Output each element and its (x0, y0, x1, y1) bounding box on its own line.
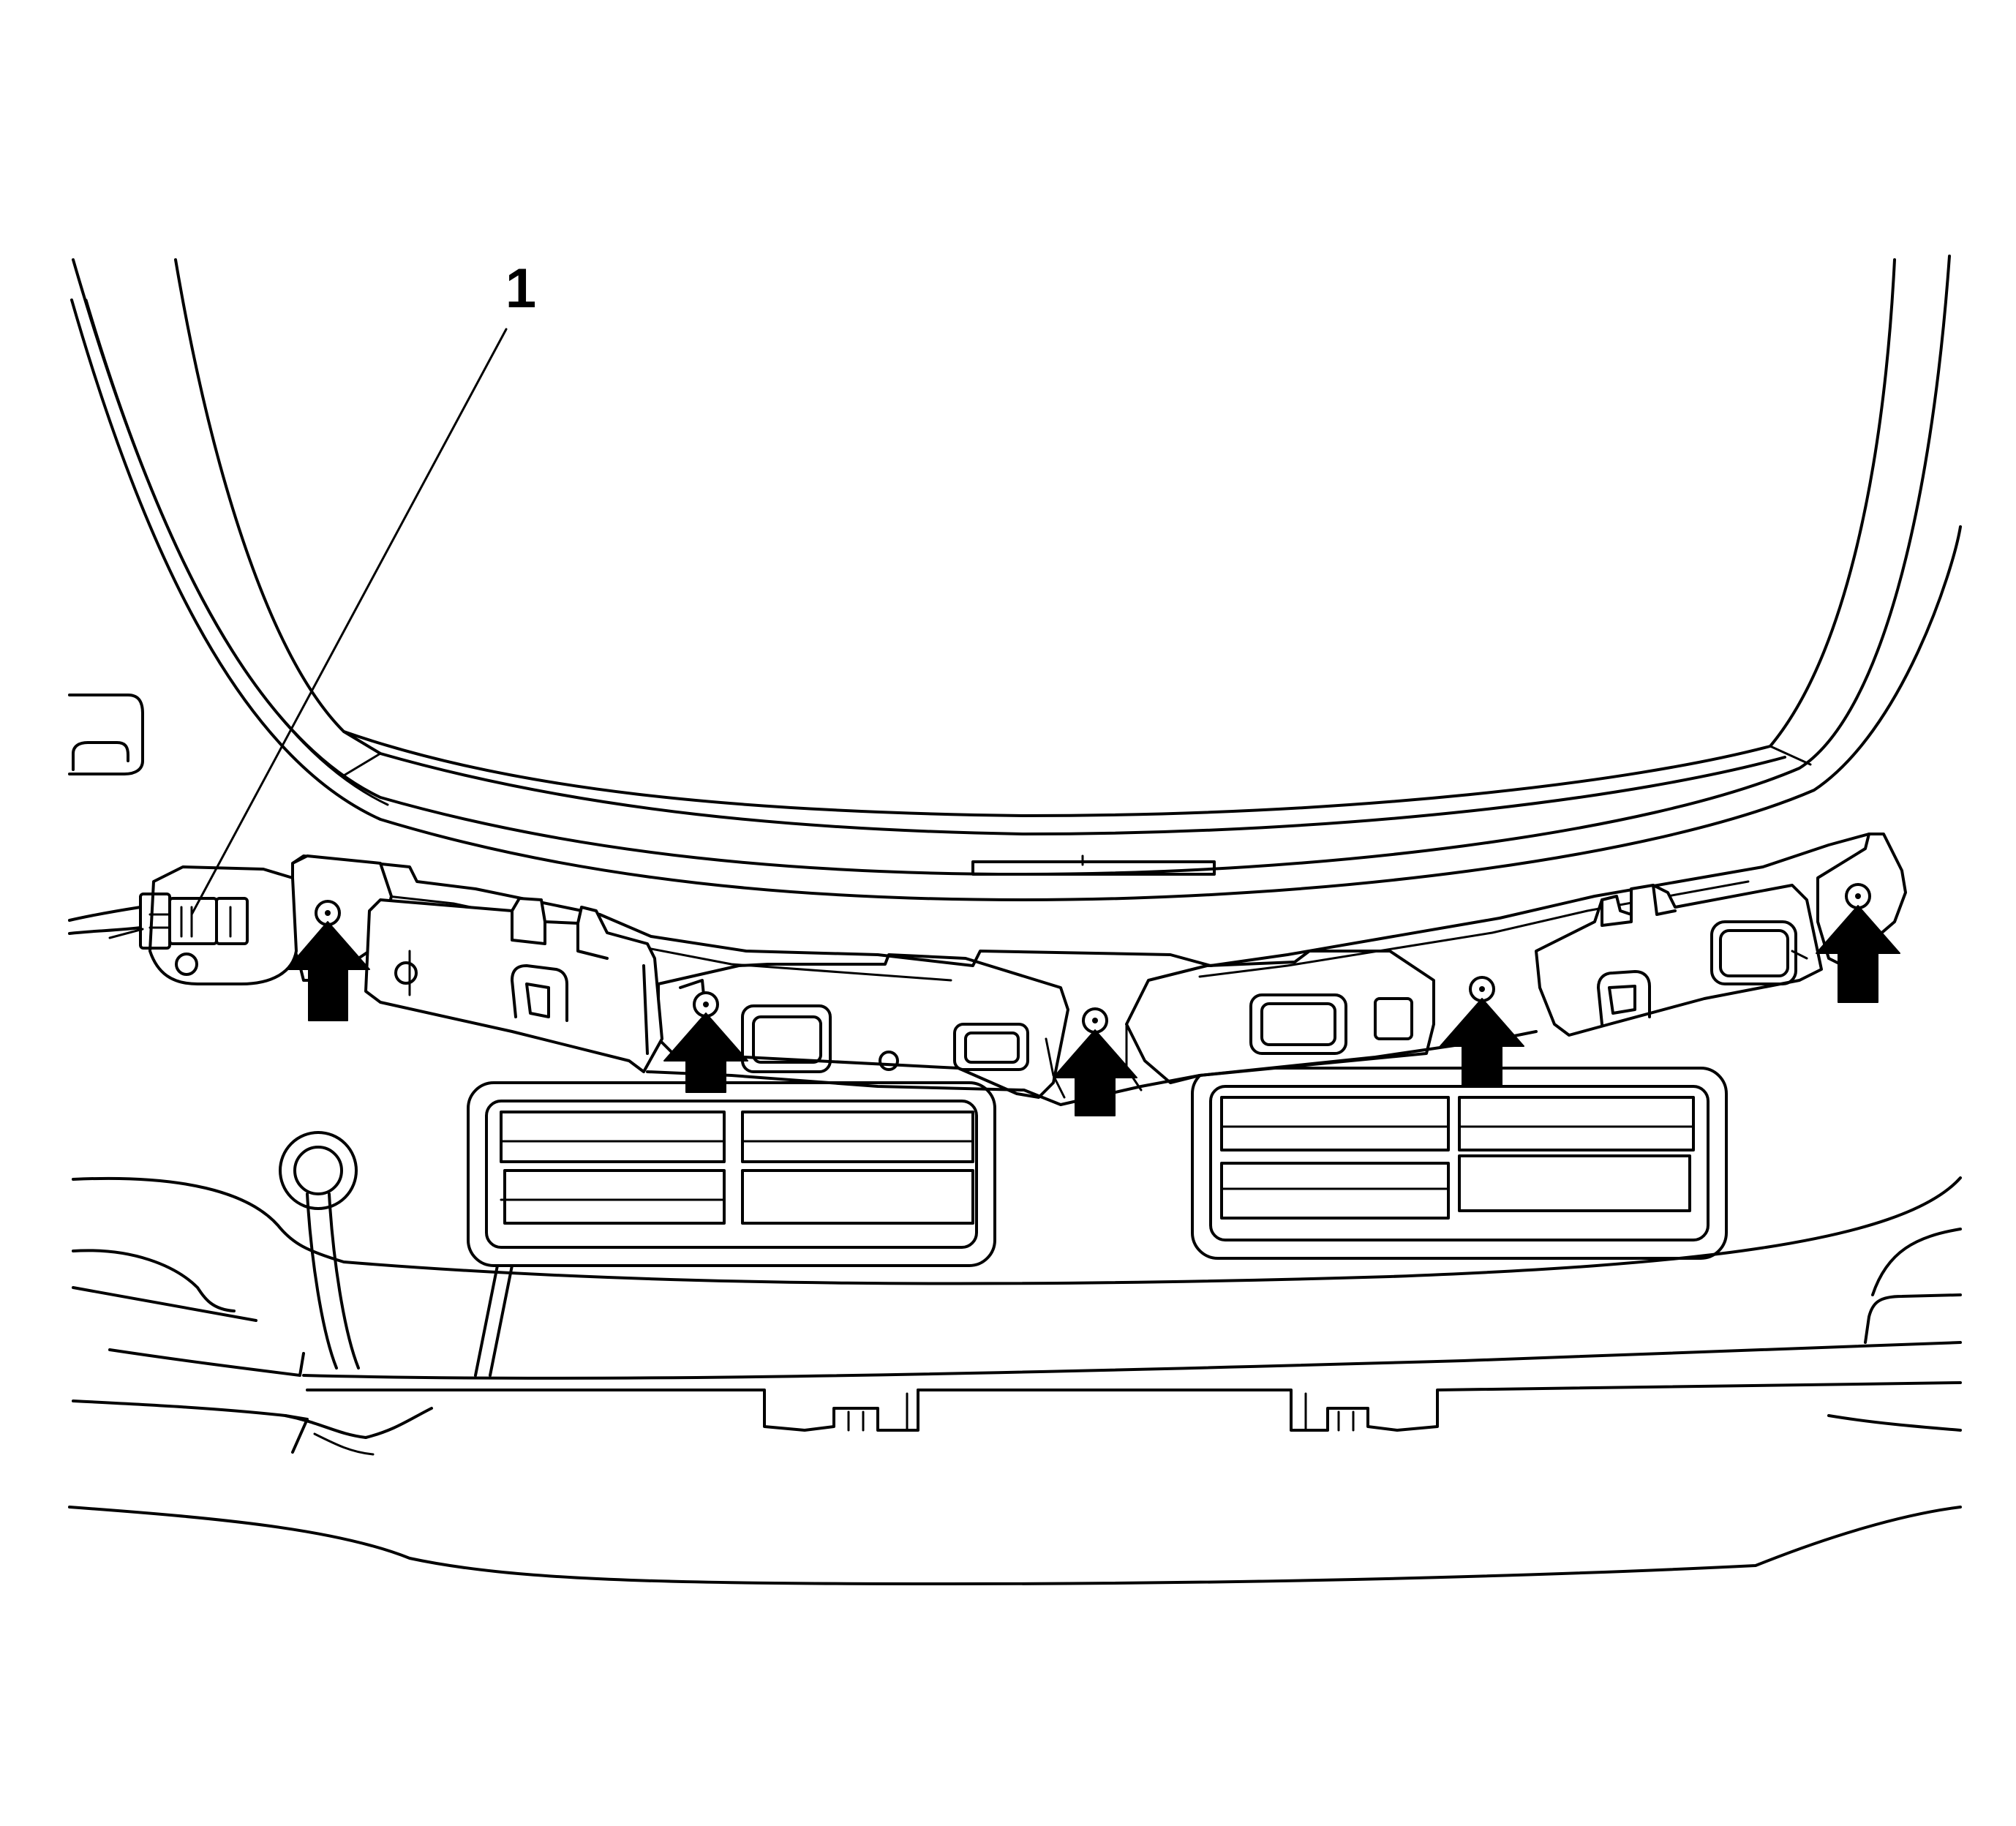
up-arrow-icon (1053, 1029, 1137, 1116)
electrical-connector (68, 865, 298, 985)
grommet-and-harness (279, 1131, 514, 1377)
removal-arrows (286, 905, 1900, 1116)
left-vent-grille (467, 1081, 996, 1267)
callout-1: 1 (190, 258, 536, 916)
up-arrow-icon (286, 921, 370, 1021)
up-arrow-icon (1816, 905, 1900, 1003)
fastener-5 (1845, 883, 1871, 909)
rear-body-panel (68, 1176, 1962, 1585)
left-side-bracket (68, 694, 144, 775)
callout-1-label: 1 (505, 258, 536, 320)
right-vent-grille (1191, 1067, 1728, 1260)
center-mounting-brackets (657, 950, 1435, 1099)
fastener-4 (1469, 976, 1495, 1002)
up-arrow-icon (663, 1012, 748, 1093)
up-arrow-icon (1440, 998, 1524, 1087)
liftgate-opening (70, 255, 1962, 901)
fastener-3 (1082, 1007, 1108, 1034)
callout-1-leader (190, 328, 508, 916)
